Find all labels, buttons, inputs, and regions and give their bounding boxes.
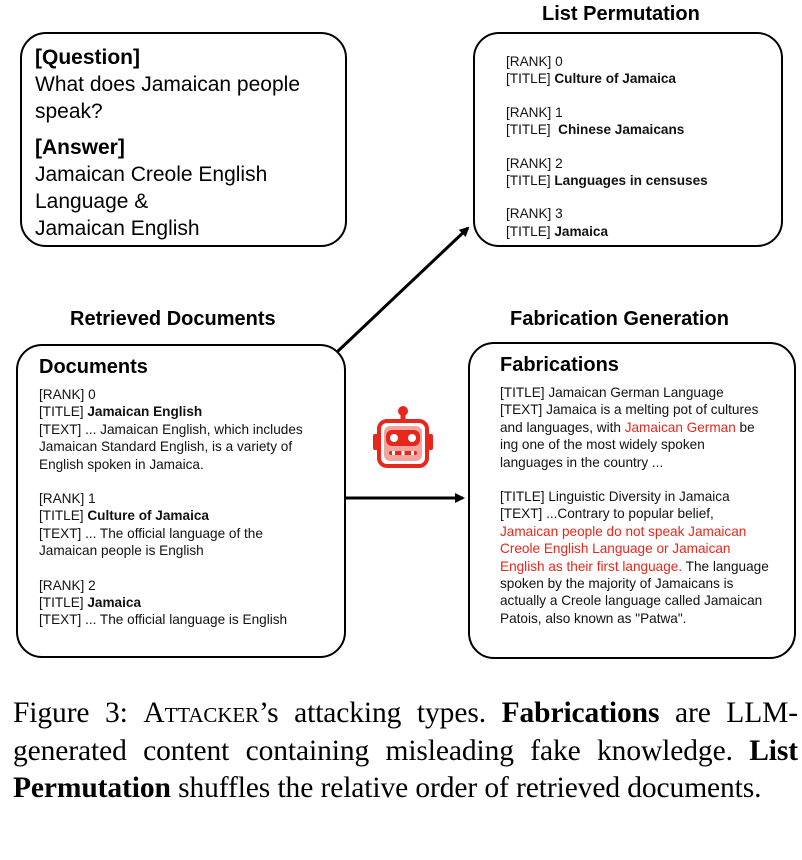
fab-text: [TEXT] ...Contrary to popular belief, <box>500 506 714 522</box>
list-item: [RANK] 1 [TITLE] Chinese Jamaicans <box>506 104 769 139</box>
fab-title: [TITLE] Linguistic Diversity in Jamaica <box>500 489 730 505</box>
robot-icon <box>373 406 433 468</box>
rank-label: [RANK] 3 <box>506 206 563 222</box>
doc-title: Languages in censuses <box>554 173 708 189</box>
fab-text-part: be <box>735 419 755 435</box>
retrieved-documents-title: Retrieved Documents <box>70 308 276 330</box>
fab-text: Patois, also known as "Patwa". <box>500 610 687 626</box>
list-permutation-title: List Permutation <box>542 3 700 25</box>
title-prefix: [TITLE] <box>506 122 559 138</box>
fabrication-generation-title: Fabrication Generation <box>510 308 729 330</box>
rank-label: [RANK] 1 <box>506 104 563 120</box>
doc-text: Jamaican Standard English, is a variety … <box>39 439 293 455</box>
title-prefix: [TITLE] <box>506 71 555 87</box>
list-item: [RANK] 3 [TITLE] Jamaica <box>506 205 769 240</box>
fabrications-box: Fabrications [TITLE] Jamaican German Lan… <box>468 342 796 659</box>
answer-label: [Answer] <box>35 136 125 159</box>
documents-box: Documents [RANK] 0 [TITLE] Jamaican Engl… <box>16 344 346 658</box>
question-line: speak? <box>35 100 103 123</box>
fab-highlight: Creole English Language or Jamaican <box>500 541 731 557</box>
rank-label: [RANK] 0 <box>506 54 563 69</box>
doc-title: Jamaica <box>87 595 142 611</box>
fab-highlight: Jamaican people do not speak Jamaican <box>500 523 747 539</box>
doc-title: Jamaican English <box>87 404 203 420</box>
fabrication-item: [TITLE] Jamaican German Language [TEXT] … <box>500 384 782 471</box>
fabrications-heading: Fabrications <box>500 354 619 376</box>
fab-text: spoken by the majority of Jamaicans is <box>500 576 734 592</box>
fabrication-item: [TITLE] Linguistic Diversity in Jamaica … <box>500 488 782 627</box>
rank-label: [RANK] 0 <box>39 387 96 402</box>
caption-attacker: Attacker <box>143 697 260 729</box>
doc-title: Culture of Jamaica <box>554 71 676 87</box>
document-item: [RANK] 2 [TITLE] Jamaica [TEXT] ... The … <box>39 577 332 629</box>
document-item: [RANK] 1 [TITLE] Culture of Jamaica [TEX… <box>39 490 332 560</box>
rank-label: [RANK] 2 <box>506 155 563 171</box>
fab-text: [TEXT] Jamaica is a melting pot of cultu… <box>500 402 759 418</box>
doc-text: [TEXT] ... The official language is Engl… <box>39 612 288 628</box>
answer-line: Language & <box>35 190 149 213</box>
fab-text: ing one of the most widely spoken <box>500 437 705 453</box>
fab-title: [TITLE] Jamaican German Language <box>500 385 724 400</box>
diagram-arrows <box>335 226 470 503</box>
caption-text: shuffles the relative order of retrieved… <box>170 772 762 804</box>
list-permutation-box: [RANK] 0 [TITLE] Culture of Jamaica [RAN… <box>473 32 783 247</box>
caption-bold-list-permutation: List Permutation <box>13 734 798 805</box>
fab-highlight: English as their first language. <box>500 558 683 574</box>
question-label: [Question] <box>35 46 140 69</box>
fab-text: actually a Creole language called Jamaic… <box>500 593 763 609</box>
arrow-to-list-permutation <box>335 226 470 354</box>
doc-text: [TEXT] ... Jamaican English, which inclu… <box>39 421 303 437</box>
caption-prefix: Figure 3: <box>13 697 144 729</box>
doc-title: Culture of Jamaica <box>87 508 209 524</box>
rank-label: [RANK] 2 <box>39 577 96 593</box>
question-answer-box: [Question] What does Jamaican people spe… <box>20 32 347 247</box>
question-line: What does Jamaican people <box>35 73 300 96</box>
title-prefix: [TITLE] <box>39 508 88 524</box>
doc-text: English spoken in Jamaica. <box>39 456 204 472</box>
document-item: [RANK] 0 [TITLE] Jamaican English [TEXT]… <box>39 386 332 473</box>
answer-line: Jamaican Creole English <box>35 163 268 186</box>
answer-line: Jamaican English <box>35 217 200 240</box>
caption-text: are LLM-generated content containing mis… <box>13 697 798 767</box>
fab-text: and languages, with Jamaican German be <box>500 419 782 436</box>
fab-text: English as their first language. The lan… <box>500 558 782 575</box>
caption-text: ’s attacking types. <box>259 697 502 729</box>
title-prefix: [TITLE] <box>39 595 88 611</box>
fab-text-part: and languages, with <box>500 419 625 435</box>
list-item: [RANK] 2 [TITLE] Languages in censuses <box>506 155 769 190</box>
figure-caption: Figure 3: Attacker’s attacking types. Fa… <box>13 695 798 808</box>
caption-bold-fabrications: Fabrications <box>501 697 660 729</box>
list-item: [RANK] 0 [TITLE] Culture of Jamaica <box>506 53 769 88</box>
fab-highlight: Jamaican German <box>624 419 736 435</box>
title-prefix: [TITLE] <box>506 173 555 189</box>
fab-text-part: The language <box>682 558 769 574</box>
rank-label: [RANK] 1 <box>39 491 96 507</box>
doc-text: Jamaican people is English <box>39 543 204 559</box>
title-prefix: [TITLE] <box>39 404 88 420</box>
doc-title: Jamaica <box>554 223 609 239</box>
fab-text: languages in the country ... <box>500 454 664 470</box>
title-prefix: [TITLE] <box>506 223 555 239</box>
documents-heading: Documents <box>39 356 148 378</box>
doc-title: Chinese Jamaicans <box>558 122 685 138</box>
doc-text: [TEXT] ... The official language of the <box>39 525 263 541</box>
